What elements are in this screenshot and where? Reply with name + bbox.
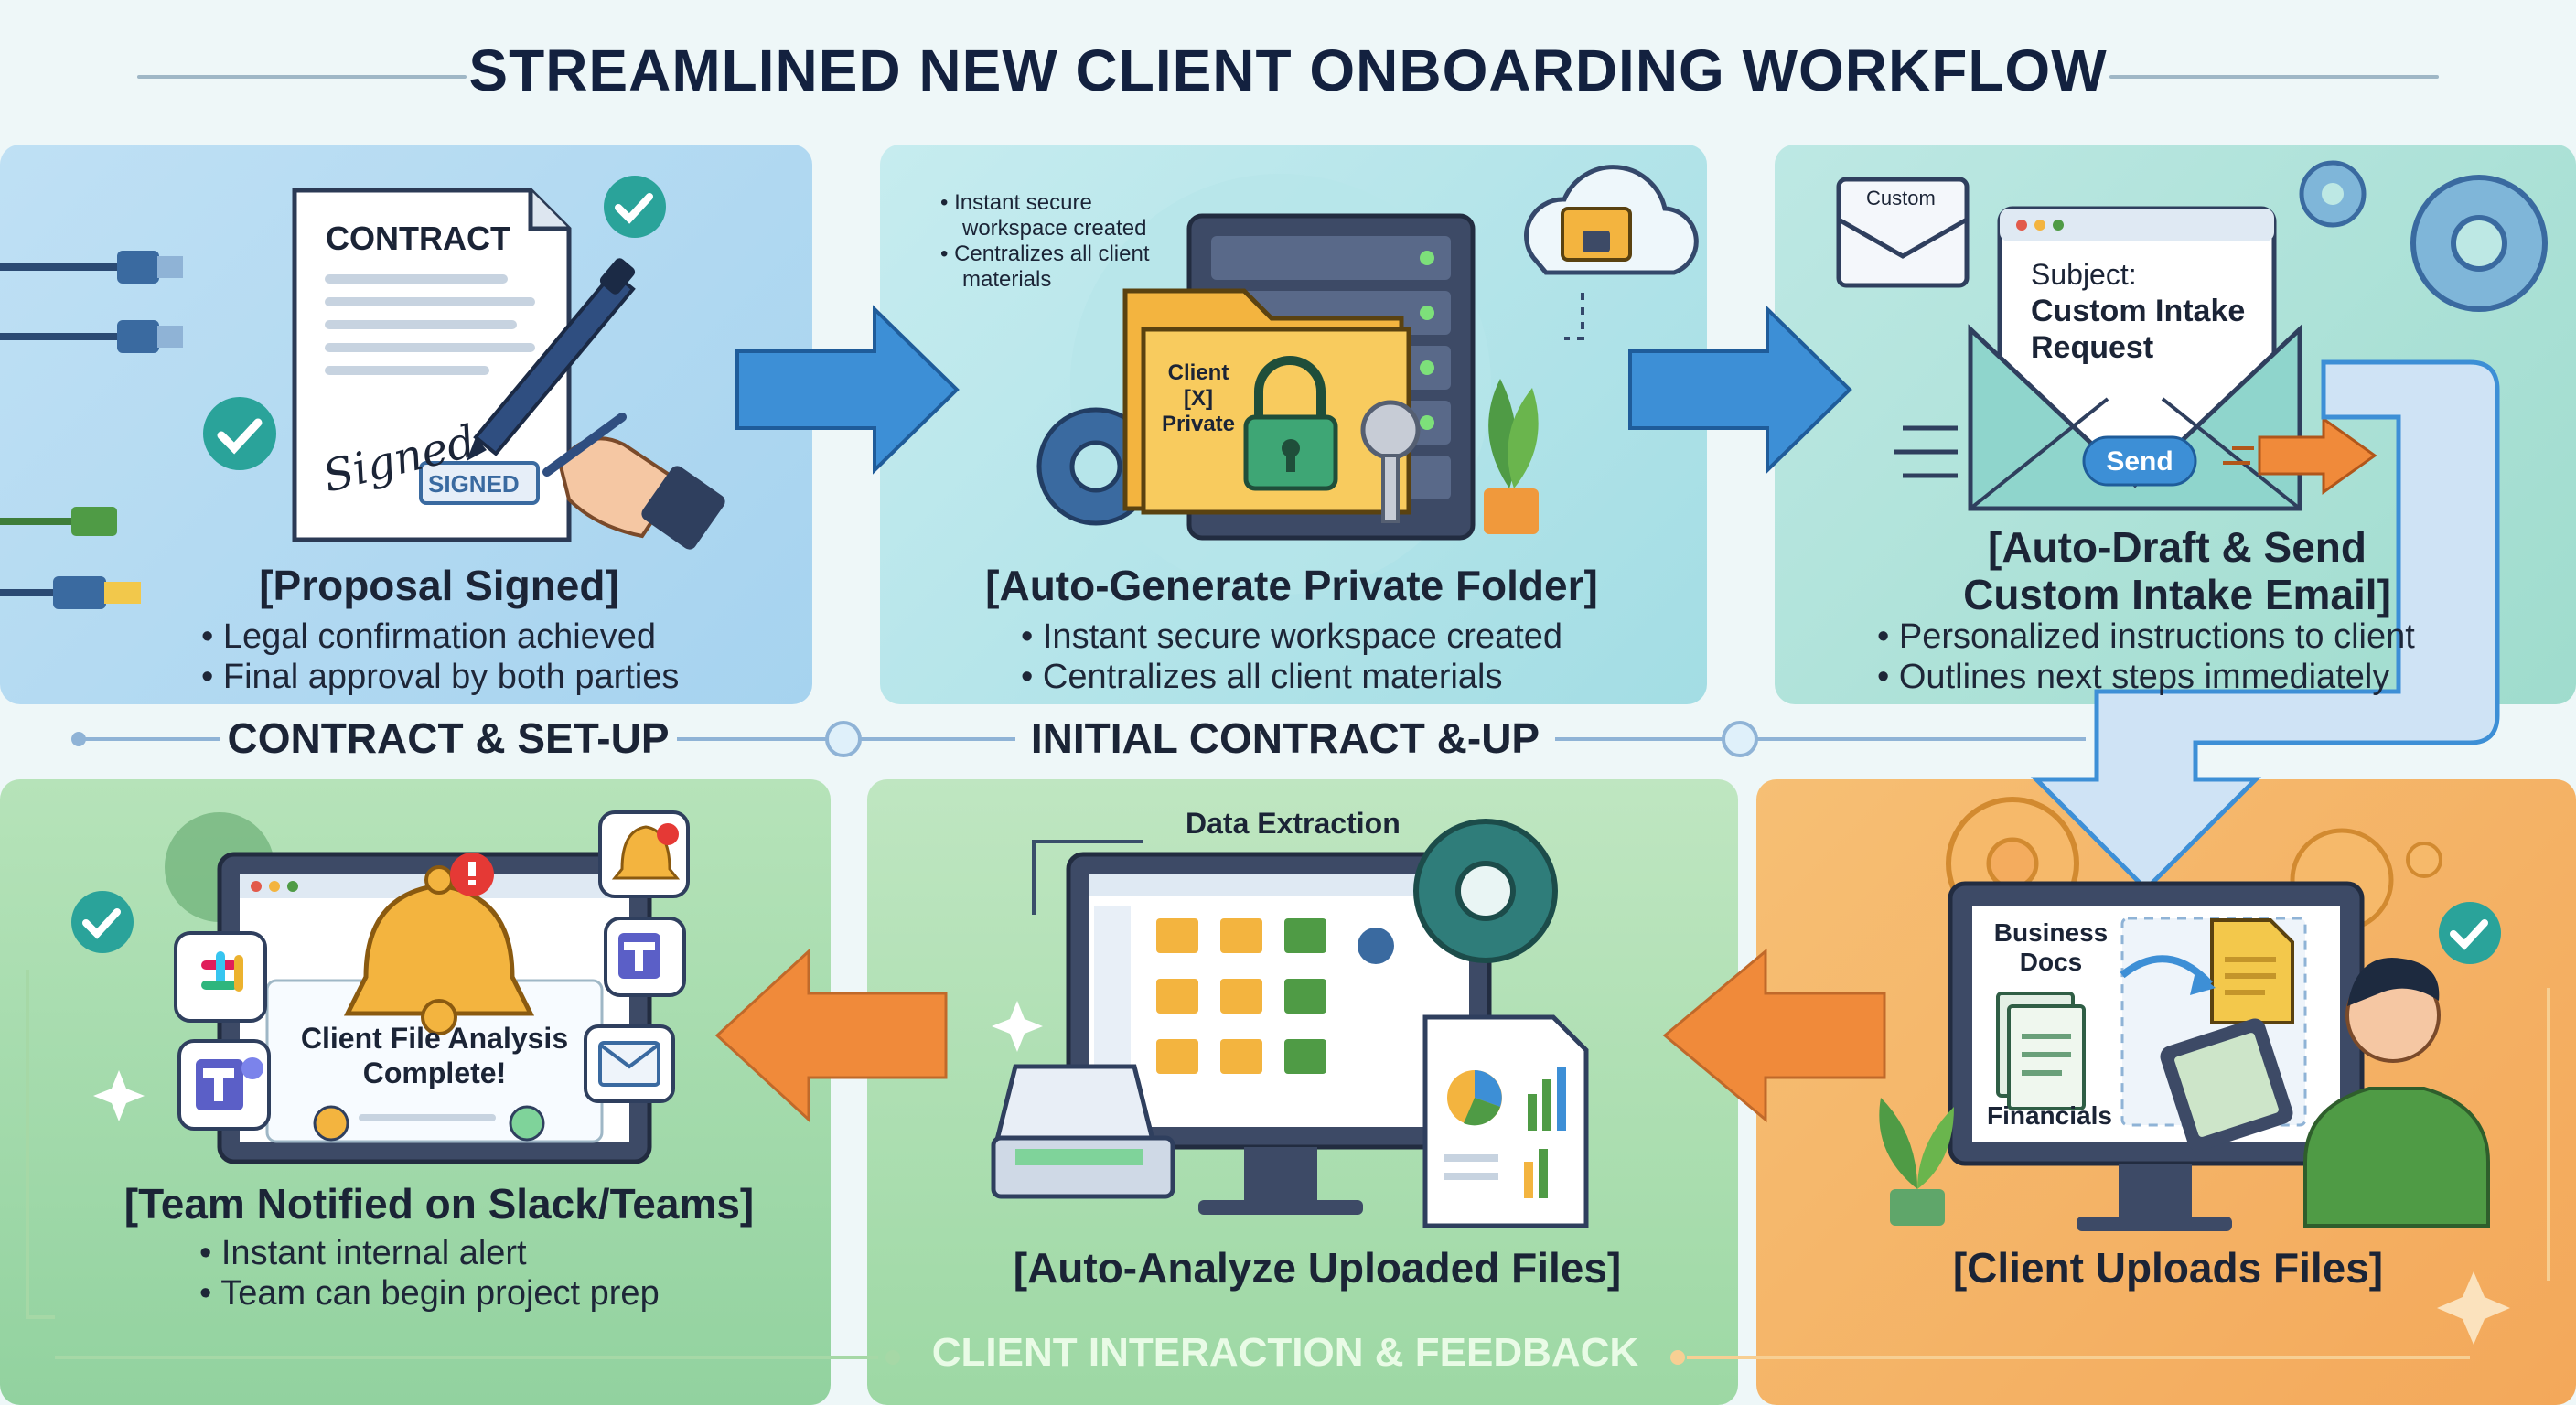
monitor-icon-analyze — [1066, 852, 1492, 1215]
bullet-item: Instant secure workspace created — [1021, 617, 1562, 657]
contract-heading: CONTRACT — [326, 220, 510, 257]
step-4-title: [Team Notified on Slack/Teams] — [123, 1180, 755, 1228]
speed-lines — [1894, 425, 1958, 478]
plant-icon-2 — [1879, 1098, 1954, 1226]
teams-icon — [177, 917, 686, 1131]
hand-icon — [542, 413, 725, 550]
bullet-item: Legal confirmation achieved — [201, 617, 679, 657]
phase-label-client-interaction: CLIENT INTERACTION & FEEDBACK — [931, 1330, 1639, 1375]
note-line: workspace created — [962, 216, 1147, 241]
financials-label: Financials — [1987, 1101, 2112, 1130]
subject-line: Custom Intake — [2031, 294, 2246, 328]
bell-icon — [343, 853, 535, 1035]
phase-label-initial-contract: INITIAL CONTRACT &-UP — [1030, 714, 1540, 762]
email-window-icon — [1968, 206, 2302, 511]
band-connector-top — [71, 721, 2086, 757]
flow-arrow-5 — [714, 948, 948, 1123]
folder-note-list: • Instant secure workspace created • Cen… — [940, 190, 1150, 293]
step-3-title-line: [Auto-Draft & Send — [1988, 523, 2367, 571]
bullet-item: Outlines next steps immediately — [1877, 657, 2415, 697]
step-6-title: [Client Uploads Files] — [1952, 1244, 2384, 1292]
title-rule-right — [2109, 75, 2439, 79]
document-icon-financials — [1996, 992, 2086, 1110]
sparkle-icon-3 — [992, 1001, 1043, 1052]
person-with-tablet-icon — [2160, 958, 2490, 1228]
pen-icon — [467, 258, 636, 461]
document-icon-business — [2210, 918, 2294, 1024]
band-connector-bottom — [26, 970, 2550, 1365]
cloud-icon — [1524, 165, 1699, 275]
check-icon-3 — [71, 891, 134, 953]
folder-label-line: Private — [1161, 412, 1236, 436]
bullet-item: Final approval by both parties — [201, 657, 680, 697]
notification-line: Client File Analysis — [300, 1022, 569, 1055]
upload-arrow-icon — [2120, 955, 2213, 987]
page-title: STREAMLINED NEW CLIENT ONBOARDING WORKFL… — [468, 38, 2108, 103]
step-2-bullets: Instant secure workspace created Central… — [1021, 617, 1562, 697]
send-arrow-icon — [2223, 416, 2377, 495]
lock-icon — [1243, 356, 1338, 491]
notification-message: Client File Analysis Complete! — [267, 1021, 602, 1090]
sparkle-icon-2 — [93, 1070, 145, 1121]
title-rule-left — [137, 75, 467, 79]
phase-label-contract-setup: CONTRACT & SET-UP — [227, 714, 670, 762]
envelope-icon-small — [1836, 177, 1970, 288]
notification-line: Complete! — [362, 1056, 507, 1089]
email-subject-text: Custom Intake Request — [2031, 293, 2245, 366]
sparkle-icon — [2437, 1271, 2510, 1345]
mail-icon — [584, 1024, 675, 1103]
step-4-bullets: Instant internal alert Team can begin pr… — [199, 1233, 660, 1314]
check-icon — [203, 176, 666, 470]
plant-icon — [1484, 379, 1539, 534]
report-icon — [1422, 1014, 1589, 1228]
bullet-item: Centralizes all client materials — [1021, 657, 1562, 697]
note-line: • Instant secure — [940, 190, 1092, 215]
step-3-title: [Auto-Draft & Send Custom Intake Email] — [1866, 523, 2488, 618]
scanner-icon — [991, 1064, 1175, 1199]
step-2-title: [Auto-Generate Private Folder] — [985, 562, 1598, 609]
slack-icon — [174, 931, 267, 1023]
envelope-label: Custom — [1866, 187, 1936, 209]
gear-icon-large — [2299, 160, 2548, 312]
step-3-bullets: Personalized instructions to client Outl… — [1877, 617, 2415, 697]
step-1-title: [Proposal Signed] — [259, 562, 619, 609]
email-subject-label: Subject: — [2031, 258, 2137, 291]
flow-arrow-3 — [2030, 359, 2500, 893]
bullet-item: Instant internal alert — [199, 1233, 660, 1273]
flow-arrow-2 — [1628, 305, 1852, 475]
folder-label: Client [X] Private — [1154, 360, 1242, 437]
step-5-title: [Auto-Analyze Uploaded Files] — [1013, 1244, 1622, 1292]
signed-stamp: SIGNED — [428, 470, 520, 498]
business-docs-label: Business Docs — [1987, 918, 2115, 977]
flow-arrow-1 — [735, 305, 960, 475]
contract-document-icon — [292, 188, 572, 542]
gear-icon-analyze — [1358, 819, 1558, 964]
cable-icons — [0, 251, 183, 609]
send-button[interactable]: Send — [2106, 446, 2174, 477]
flow-arrow-4 — [1662, 948, 1886, 1123]
data-extraction-label: Data Extraction — [1186, 807, 1401, 840]
folder-label-line: Client [X] — [1167, 360, 1229, 411]
business-docs-line: Business — [1993, 918, 2109, 947]
step-3-title-line: Custom Intake Email] — [1963, 571, 2391, 618]
business-docs-line: Docs — [2019, 948, 2083, 976]
check-icon-2 — [2439, 902, 2501, 964]
note-line: • Centralizes all client — [940, 241, 1150, 266]
step-1-bullets: Legal confirmation achieved Final approv… — [201, 617, 680, 697]
key-icon — [1360, 400, 1421, 523]
notification-bell-icon-small — [598, 810, 690, 898]
note-line: materials — [962, 267, 1052, 292]
subject-line: Request — [2031, 330, 2154, 365]
bullet-item: Personalized instructions to client — [1877, 617, 2415, 657]
bullet-item: Team can begin project prep — [199, 1273, 660, 1314]
